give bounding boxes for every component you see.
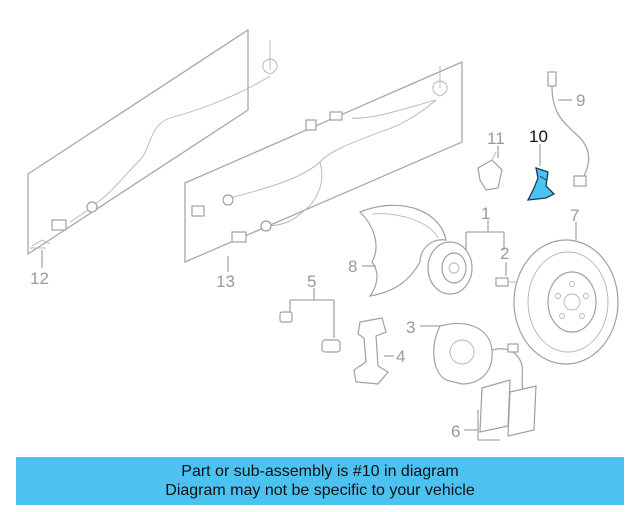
info-banner: Part or sub-assembly is #10 in diagram D… [16, 457, 624, 505]
caliper-bracket [353, 317, 389, 385]
wheel-hub [427, 241, 473, 295]
callout-1: 1 [481, 204, 490, 223]
callout-2: 2 [500, 244, 509, 263]
callout-11: 11 [487, 129, 505, 148]
plug-icon [329, 111, 343, 121]
banner-line-part: Part or sub-assembly is #10 in diagram [181, 463, 459, 480]
callout-3: 3 [406, 318, 415, 337]
callout-5: 5 [307, 272, 316, 291]
callout-labels: 1 2 3 4 5 6 7 8 9 10 11 12 13 [30, 91, 585, 441]
grommet-icon [86, 201, 98, 213]
grommet-icon [222, 194, 234, 206]
connector-icon [191, 205, 205, 217]
callout-4: 4 [396, 347, 405, 366]
callout-13: 13 [216, 272, 235, 291]
callout-6: 6 [451, 422, 460, 441]
harness-panel-13 [184, 61, 463, 263]
callout-8: 8 [348, 257, 357, 276]
harness-panel-12 [27, 28, 278, 256]
caliper-guide-pins [279, 311, 341, 353]
callout-10-highlighted: 10 [529, 127, 548, 146]
brake-rotor [513, 239, 619, 365]
connector-icon [51, 219, 67, 231]
grommet-icon [260, 220, 272, 232]
clip-icon [305, 119, 317, 131]
callout-9: 9 [576, 91, 585, 110]
brake-pads [479, 379, 537, 437]
brake-hose [547, 71, 590, 187]
hub-bolt [495, 277, 516, 287]
leader-lines [41, 99, 577, 441]
speed-sensor [477, 151, 503, 191]
splash-shield [358, 204, 447, 297]
connector-icon [231, 231, 247, 243]
highlighted-part-10 [526, 167, 556, 201]
banner-line-disclaimer: Diagram may not be specific to your vehi… [165, 482, 475, 499]
callout-12: 12 [30, 269, 49, 288]
brake-caliper [433, 322, 527, 397]
callout-7: 7 [570, 206, 579, 225]
